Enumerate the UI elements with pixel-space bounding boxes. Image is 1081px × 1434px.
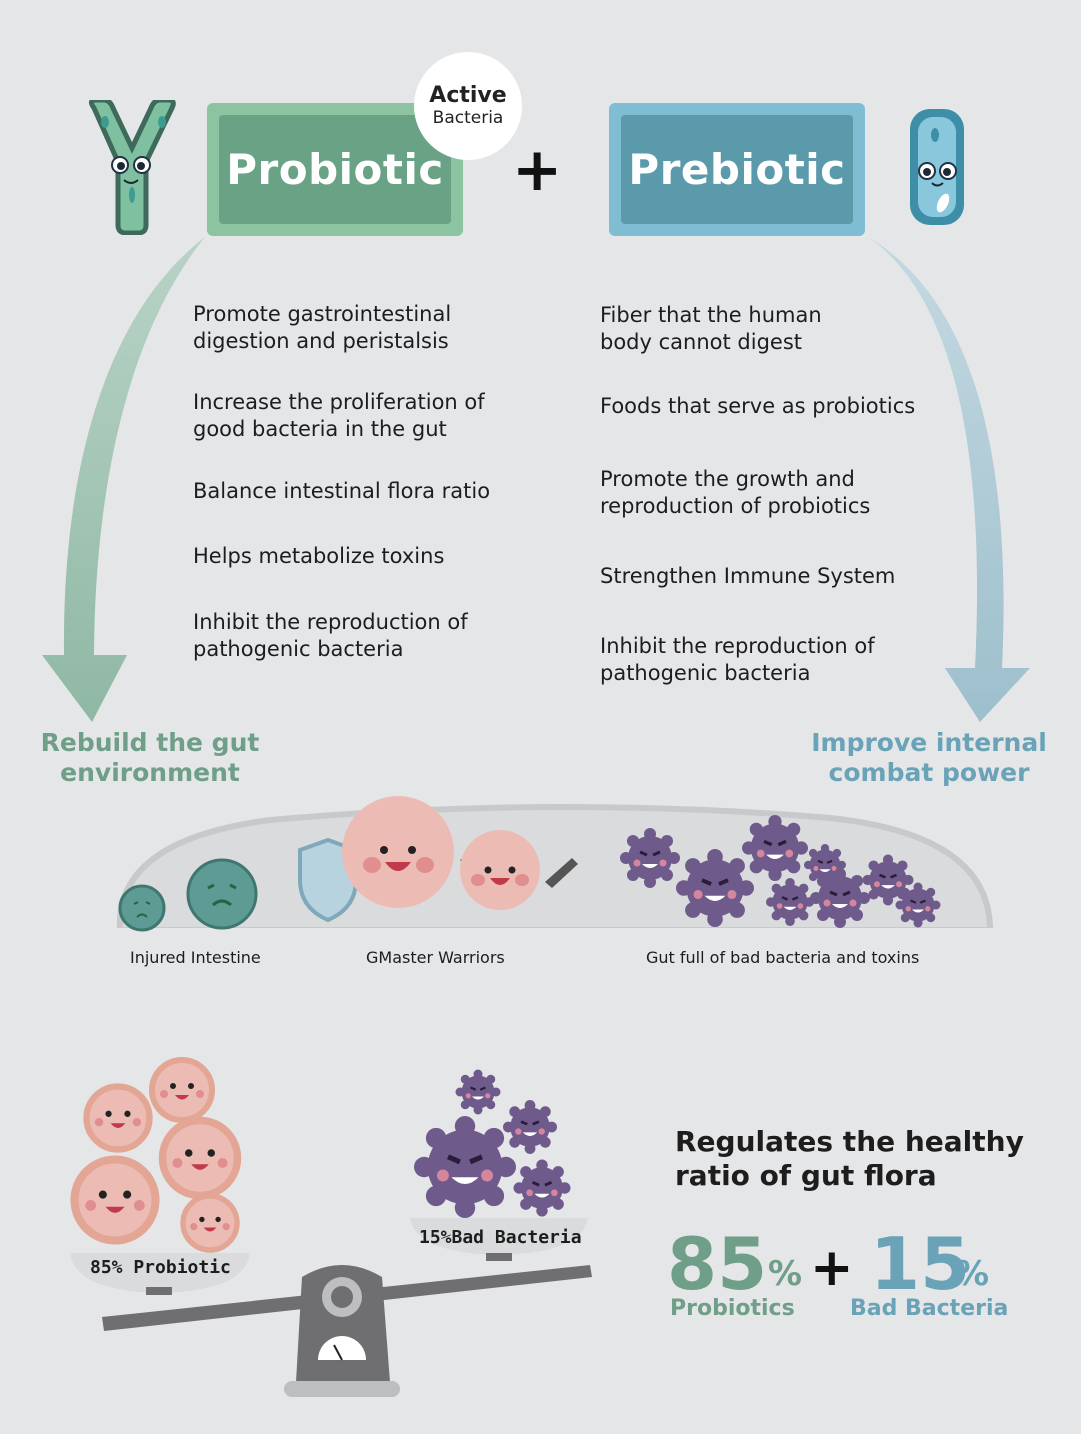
gut-scene — [110, 796, 995, 940]
probiotic-pan-label: 85% Probiotic — [90, 1257, 231, 1278]
probiotic-list-item: Promote gastrointestinal digestion and p… — [193, 302, 452, 353]
probiotics-label: Probiotics — [670, 1296, 795, 1321]
probiotic-list-item: Helps metabolize toxins — [193, 544, 445, 568]
injured-caption: Injured Intestine — [130, 948, 261, 967]
prebiotic-list-item: Promote the growth and reproduction of p… — [600, 467, 871, 518]
left-arrow — [42, 237, 205, 722]
rebuild-line2: environment — [60, 758, 240, 787]
probiotic-list-item: Increase the proliferation of good bacte… — [193, 390, 485, 441]
ratio-title-line2: ratio of gut flora — [675, 1159, 937, 1192]
bad-bacteria-pan-label: 15%Bad Bacteria — [419, 1227, 582, 1248]
prebiotic-list-item: Fiber that the human body cannot digest — [600, 303, 822, 354]
bad-percent-sign: % — [955, 1254, 990, 1294]
probiotic-list-item: Inhibit the reproduction of pathogenic b… — [193, 610, 468, 661]
bad-bacteria-label: Bad Bacteria — [850, 1296, 1009, 1321]
ratio-title: Regulates the healthy ratio of gut flora — [675, 1125, 1024, 1193]
probiotic-title: Probiotic — [219, 115, 451, 224]
improve-line2: combat power — [828, 758, 1030, 787]
rebuild-gut-text: Rebuild the gut environment — [30, 728, 270, 788]
probiotic-percent-sign: % — [768, 1254, 803, 1294]
prebiotic-bacteria-icon — [910, 109, 964, 225]
balance-scale — [70, 1055, 592, 1397]
flow-arrows — [42, 237, 1030, 722]
warriors-caption: GMaster Warriors — [366, 948, 505, 967]
probiotic-list-item: Balance intestinal flora ratio — [193, 479, 491, 503]
ratio-plus-sign: + — [810, 1238, 854, 1298]
probiotic-percent-value: 85 — [667, 1222, 768, 1306]
bad-bacteria-caption: Gut full of bad bacteria and toxins — [646, 948, 920, 967]
bad-percent-value: 15 — [870, 1222, 971, 1306]
badge-line1: Active — [429, 83, 507, 108]
ratio-title-line1: Regulates the healthy — [675, 1125, 1024, 1158]
improve-combat-text: Improve internal combat power — [805, 728, 1053, 788]
rebuild-line1: Rebuild the gut — [40, 728, 260, 757]
prebiotic-title: Prebiotic — [621, 115, 853, 224]
active-bacteria-badge: Active Bacteria — [414, 52, 522, 160]
prebiotic-list-item: Inhibit the reproduction of pathogenic b… — [600, 634, 875, 685]
probiotic-bacteria-icon — [88, 100, 176, 235]
plus-sign: + — [512, 135, 563, 205]
prebiotic-list-item: Foods that serve as probiotics — [600, 394, 916, 418]
prebiotic-box: Prebiotic — [609, 103, 865, 236]
right-arrow — [868, 237, 1030, 722]
badge-line2: Bacteria — [432, 108, 504, 128]
improve-line1: Improve internal — [811, 728, 1047, 757]
prebiotic-list-item: Strengthen Immune System — [600, 564, 896, 588]
